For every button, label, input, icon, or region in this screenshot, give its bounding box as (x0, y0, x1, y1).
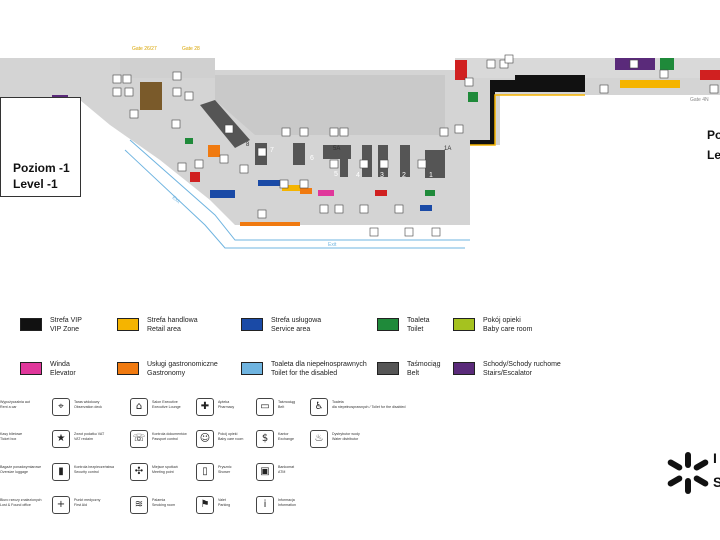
belt-label: 3 (380, 172, 384, 179)
first-aid-icon: + (52, 496, 70, 514)
belt-label: 8 (246, 142, 250, 148)
gate-label: Gate 26/27 (132, 46, 157, 52)
level-label-right-en: Lev (707, 148, 720, 162)
belt-label: 6 (310, 155, 314, 162)
belt-label: 5A (333, 146, 340, 152)
legend-swatch (377, 318, 399, 331)
level-indicator-box: Poziom -1 Level -1 (0, 97, 81, 197)
passport-icon: ☏ (130, 430, 148, 448)
pharmacy-icon: ✚ (196, 398, 214, 416)
belt-label: 5 (334, 171, 338, 178)
legend-swatch (377, 362, 399, 375)
brand-letter: S (713, 474, 720, 490)
exit-label: Exit (171, 195, 182, 205)
atm-icon: ▣ (256, 463, 274, 481)
terminal-map: 7 6 5 4 3 2 1 5A 1A 8 (0, 46, 720, 249)
baby-care-icon: ☺ (196, 430, 214, 448)
floor-plan: 7 6 5 4 3 2 1 5A 1A 8 (0, 54, 720, 249)
level-label-pl: Poziom -1 (13, 161, 70, 175)
valet-icon: ⚑ (196, 496, 214, 514)
legend-swatch (20, 362, 42, 375)
legend-swatch (241, 318, 263, 331)
exchange-icon: $ (256, 430, 274, 448)
observation-icon: ⌖ (52, 398, 70, 416)
legend-swatch (117, 318, 139, 331)
shower-icon: ▯ (196, 463, 214, 481)
belt-icon: ▭ (256, 398, 274, 416)
airport-logo (667, 452, 709, 494)
legend-swatch (241, 362, 263, 375)
legend-swatch (453, 318, 475, 331)
legend-swatch (117, 362, 139, 375)
lounge-icon: ⌂ (130, 398, 148, 416)
belt-label: 7 (270, 147, 274, 154)
meeting-point-icon: ✣ (130, 463, 148, 481)
gate-label: Gate 28 (182, 46, 200, 52)
level-label-en: Level -1 (13, 177, 58, 191)
gate-label: Gate 4N (690, 97, 709, 103)
security-icon: ▮ (52, 463, 70, 481)
belt-label: 1A (444, 146, 451, 152)
info-icon: i (256, 496, 274, 514)
legend-swatch (453, 362, 475, 375)
legend-swatch (20, 318, 42, 331)
vip-icon: ★ (52, 430, 70, 448)
brand-letter: I (713, 450, 717, 466)
smoking-icon: ≋ (130, 496, 148, 514)
level-label-right-pl: Po (707, 128, 720, 142)
belt-label: 4 (356, 172, 360, 179)
water-icon: ♨ (310, 430, 328, 448)
belt-label: 2 (402, 172, 406, 179)
exit-label: Exit (328, 242, 337, 248)
wheelchair-icon: ♿ (310, 398, 328, 416)
belt-label: 1 (429, 172, 433, 179)
